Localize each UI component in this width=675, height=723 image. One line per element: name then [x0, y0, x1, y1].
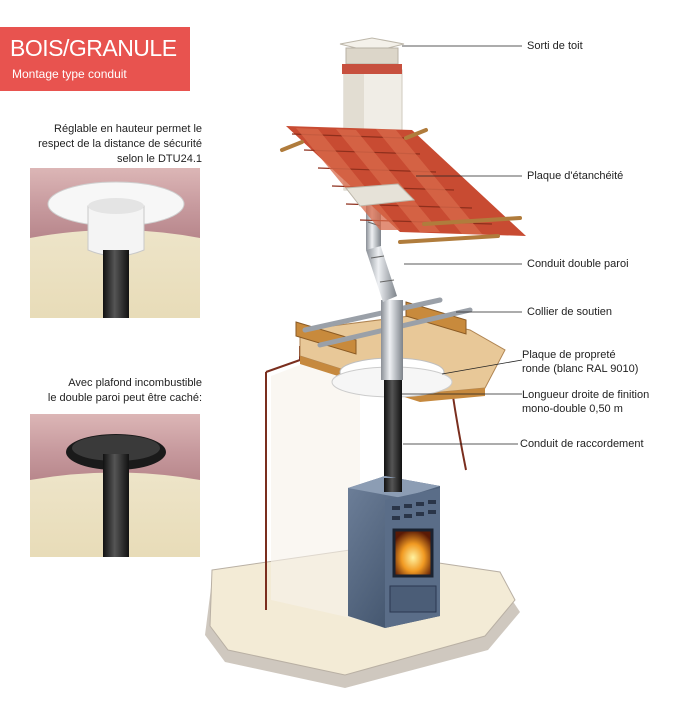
note-ceiling: Avec plafond incombustible le double par… — [47, 377, 202, 404]
label-clean-plate: Plaque de propreté ronde (blanc RAL 9010… — [522, 349, 639, 375]
note-adjustable: Réglable en hauteur permet le respect de… — [38, 123, 202, 165]
leader-lines — [402, 45, 523, 445]
chimney-cap — [339, 37, 405, 74]
connection-pipe — [384, 380, 402, 490]
inset-adjustable-illustration — [30, 168, 200, 318]
label-double-wall-duct: Conduit double paroi — [527, 258, 629, 270]
banner-title: BOIS/GRANULE — [10, 35, 177, 61]
title-banner: BOIS/GRANULE Montage type conduit — [0, 27, 190, 91]
inset-ceiling-illustration — [30, 414, 200, 557]
sealing-plate — [345, 183, 416, 207]
label-support-collar: Collier de soutien — [527, 306, 612, 318]
roof-tiles — [280, 126, 526, 244]
banner-subtitle: Montage type conduit — [12, 67, 127, 81]
label-straight-length: Longueur droite de finition mono-double … — [522, 389, 650, 415]
label-connection-duct: Conduit de raccordement — [520, 438, 644, 450]
stove — [348, 476, 440, 628]
label-roof-exit: Sorti de toit — [527, 40, 583, 52]
label-sealing-plate: Plaque d'étanchéité — [527, 170, 624, 182]
